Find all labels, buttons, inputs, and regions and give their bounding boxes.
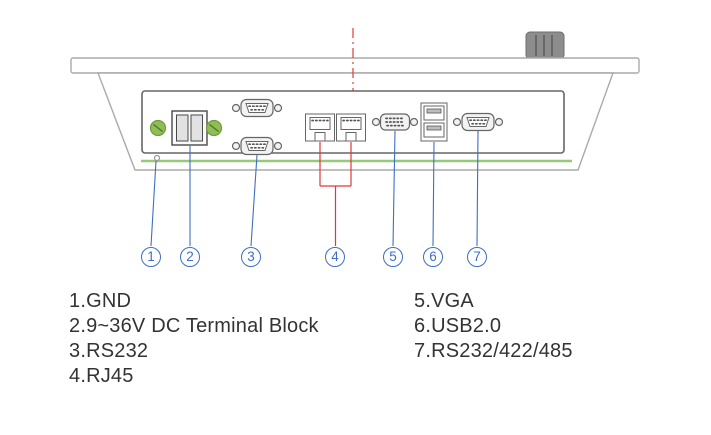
leader-line-6 [432, 141, 435, 247]
callout-7: 7 [467, 247, 487, 267]
legend-item-gnd: 1.GND [69, 290, 132, 312]
legend-item-usb: 6.USB2.0 [414, 315, 502, 337]
callout-2: 2 [180, 247, 200, 267]
legend-item-rs232-422-485: 7.RS232/422/485 [414, 340, 573, 362]
callout-5: 5 [383, 247, 403, 267]
legend-item-rs232: 3.RS232 [69, 340, 149, 362]
dc-terminal-block [171, 110, 208, 146]
leader-line-1 [150, 160, 157, 247]
legend-item-dc-terminal-block: 2.9~36V DC Terminal Block [69, 315, 319, 337]
leader-line-3 [250, 154, 258, 247]
front-bezel [70, 57, 640, 74]
legend-item-vga: 5.VGA [414, 290, 474, 312]
terminal-screw [205, 119, 223, 137]
rj45-port-left [304, 113, 336, 142]
callout-6: 6 [423, 247, 443, 267]
usb-ports [420, 102, 448, 142]
leader-line-7 [476, 130, 479, 247]
callout-4: 4 [325, 247, 345, 267]
gnd-stud [153, 154, 161, 162]
legend-item-rj45: 4.RJ45 [69, 365, 134, 387]
leader-line-5 [392, 130, 396, 247]
callout-1: 1 [141, 247, 161, 267]
legend-left-column: 1.GND 2.9~36V DC Terminal Block 3.RS232 … [69, 289, 319, 389]
rj45-bracket [319, 142, 352, 246]
callout-leader-lines [150, 130, 479, 247]
callout-3: 3 [241, 247, 261, 267]
rj45-port-right [335, 113, 367, 142]
rotary-knob [525, 31, 565, 60]
gnd-terminal [149, 119, 167, 137]
legend-right-column: 5.VGA 6.USB2.0 7.RS232/422/485 [414, 289, 573, 364]
